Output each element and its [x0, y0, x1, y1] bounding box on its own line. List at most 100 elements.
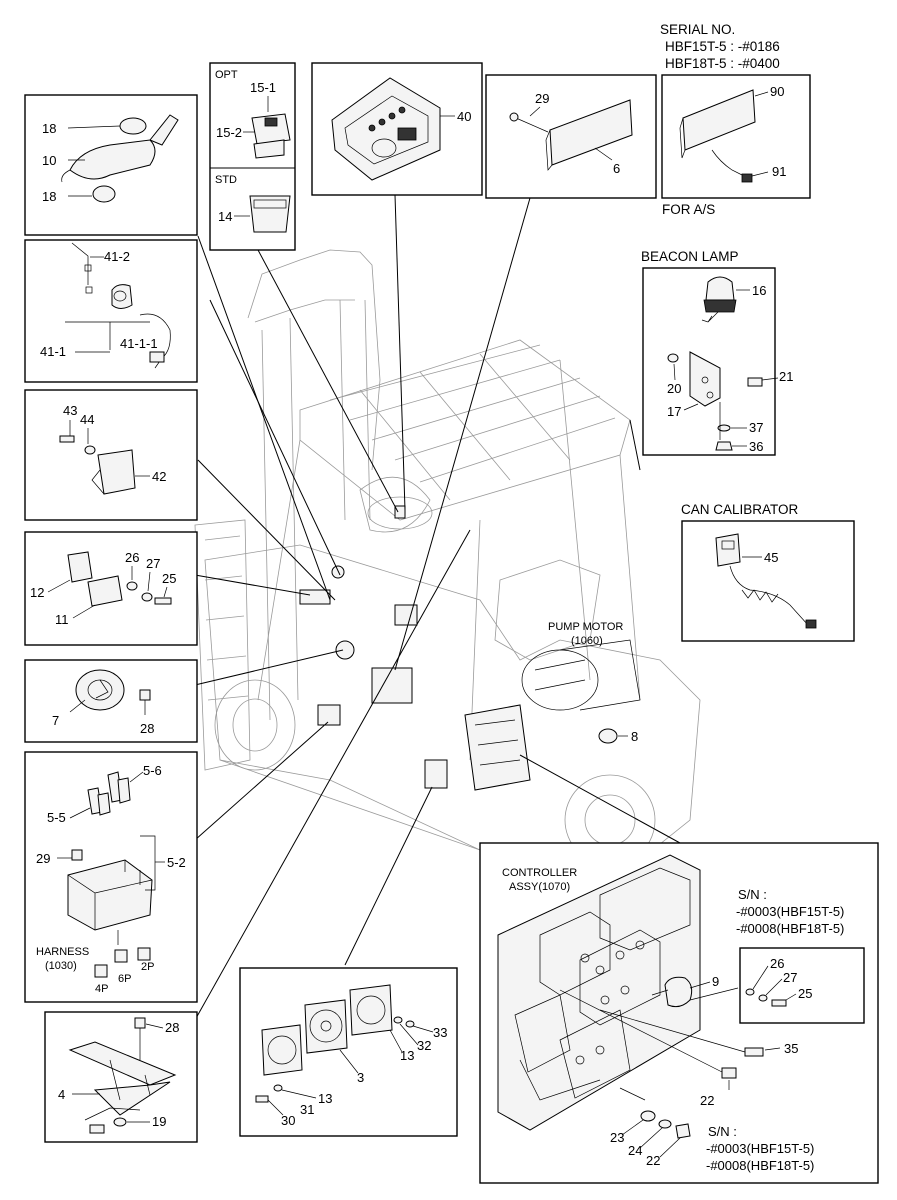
- box-controller: CONTROLLER ASSY(1070) S/N : -#0003(HBF15…: [479, 842, 879, 1184]
- bolt-icon: [744, 1047, 764, 1057]
- bolt-icon: [721, 1067, 737, 1079]
- label-31: 31: [300, 1102, 314, 1117]
- box-switch-opt-std: OPT STD 15-1 15-2 14: [209, 62, 296, 251]
- ring-icon: [119, 117, 147, 135]
- label-29: 29: [36, 851, 50, 866]
- label-5-2: 5-2: [167, 855, 186, 870]
- module-icon: [549, 99, 633, 166]
- cap-icon: [598, 728, 618, 744]
- box-module-6: 29 6: [485, 74, 657, 199]
- label-5-6: 5-6: [143, 763, 162, 778]
- label-28: 28: [165, 1020, 179, 1035]
- box-switch-42: 43 44 42: [24, 389, 198, 521]
- beacon-lamp-section: BEACON LAMP 16 20 21 17 37 36: [641, 249, 793, 456]
- nut-icon: [675, 1123, 691, 1139]
- label-15-1: 15-1: [250, 80, 276, 95]
- controller-label: CONTROLLER: [502, 867, 577, 879]
- connector-label-4p: 4P: [95, 983, 108, 995]
- label-22: 22: [700, 1093, 714, 1108]
- sn-hbf18-lower: -#0008(HBF18T-5): [706, 1158, 814, 1173]
- label-13: 13: [318, 1091, 332, 1106]
- label-21: 21: [779, 369, 793, 384]
- washer-icon: [758, 994, 768, 1002]
- label-41-1: 41-1: [40, 344, 66, 359]
- box-buzzer: 7 28: [24, 659, 198, 743]
- connector-icon: [94, 964, 108, 978]
- controller-assy-code: ASSY(1070): [509, 881, 570, 893]
- screw-icon: [509, 112, 519, 122]
- label-41-1-1: 41-1-1: [120, 336, 158, 351]
- label-18: 18: [42, 121, 56, 136]
- capacitor-icon: [664, 976, 693, 1008]
- pump-motor-label: PUMP MOTOR: [548, 621, 623, 633]
- buzzer-icon: [75, 669, 125, 711]
- label-23: 23: [610, 1130, 624, 1145]
- ring-icon: [92, 185, 116, 203]
- sn-hbf15-lower: -#0003(HBF15T-5): [706, 1141, 814, 1156]
- box-display: 40: [311, 62, 483, 196]
- fuse-icon: [117, 777, 131, 804]
- label-42: 42: [152, 469, 166, 484]
- label-15-2: 15-2: [216, 125, 242, 140]
- label-11: 11: [55, 612, 69, 627]
- label-22: 22: [646, 1153, 660, 1168]
- micro-switch-icon: [97, 449, 136, 495]
- washer-icon: [745, 988, 755, 996]
- relay-icon: [67, 551, 93, 583]
- box-key-switch: 41-2 41-1 41-1-1: [24, 239, 198, 383]
- can-calibrator-title: CAN CALIBRATOR: [681, 502, 799, 517]
- label-17: 17: [667, 404, 681, 419]
- label-36: 36: [749, 439, 763, 454]
- washer-icon: [84, 445, 96, 455]
- beacon-lamp-title: BEACON LAMP: [641, 249, 739, 264]
- label-13: 13: [400, 1048, 414, 1063]
- label-29: 29: [535, 91, 549, 106]
- connector-label-2p: 2P: [141, 961, 154, 973]
- washer-icon: [717, 424, 731, 432]
- label-25: 25: [162, 571, 176, 586]
- bolt-icon: [154, 597, 172, 605]
- sn-hbf15-upper: -#0003(HBF15T-5): [736, 904, 844, 919]
- label-6: 6: [613, 161, 620, 176]
- label-14: 14: [218, 209, 232, 224]
- connector-icon: [114, 949, 128, 963]
- label-19: 19: [152, 1114, 166, 1129]
- forklift-illustration: [194, 249, 701, 880]
- label-37: 37: [749, 420, 763, 435]
- for-as-label: FOR A/S: [662, 202, 715, 217]
- label-26: 26: [125, 550, 139, 565]
- connector-label-6p: 6P: [118, 973, 131, 985]
- bolt-icon: [771, 999, 787, 1007]
- label-43: 43: [63, 403, 77, 418]
- label-28: 28: [140, 721, 154, 736]
- serial-no-section: SERIAL NO. HBF15T-5 : -#0186 HBF18T-5 : …: [660, 22, 811, 217]
- fan-guard-icon: [261, 1024, 303, 1076]
- connector-icon: [741, 173, 753, 183]
- label-4: 4: [58, 1087, 65, 1102]
- display-panel-icon: [331, 77, 441, 181]
- relay-icon: [87, 575, 123, 607]
- serial-no-title: SERIAL NO.: [660, 22, 735, 37]
- key-icon: [149, 351, 165, 363]
- washer-icon: [667, 353, 679, 363]
- label-7: 7: [52, 713, 59, 728]
- pump-motor-code: (1060): [571, 635, 603, 647]
- connector-icon: [137, 947, 151, 961]
- can-calibrator-icon: [715, 533, 741, 567]
- label-20: 20: [667, 381, 681, 396]
- washer-icon: [126, 581, 138, 591]
- blank-switch-icon: [249, 195, 291, 233]
- label-91: 91: [772, 164, 786, 179]
- horn-body: [69, 139, 156, 180]
- std-label: STD: [215, 174, 237, 186]
- box-horn-parts: 18 10 18: [24, 94, 198, 236]
- label-16: 16: [752, 283, 766, 298]
- module-icon: [682, 89, 756, 151]
- key-switch-icon: [111, 284, 133, 309]
- pump-motor-callout: PUMP MOTOR (1060) 8: [548, 621, 638, 744]
- label-10: 10: [42, 153, 56, 168]
- label-3: 3: [357, 1070, 364, 1085]
- label-5-5: 5-5: [47, 810, 66, 825]
- label-24: 24: [628, 1143, 642, 1158]
